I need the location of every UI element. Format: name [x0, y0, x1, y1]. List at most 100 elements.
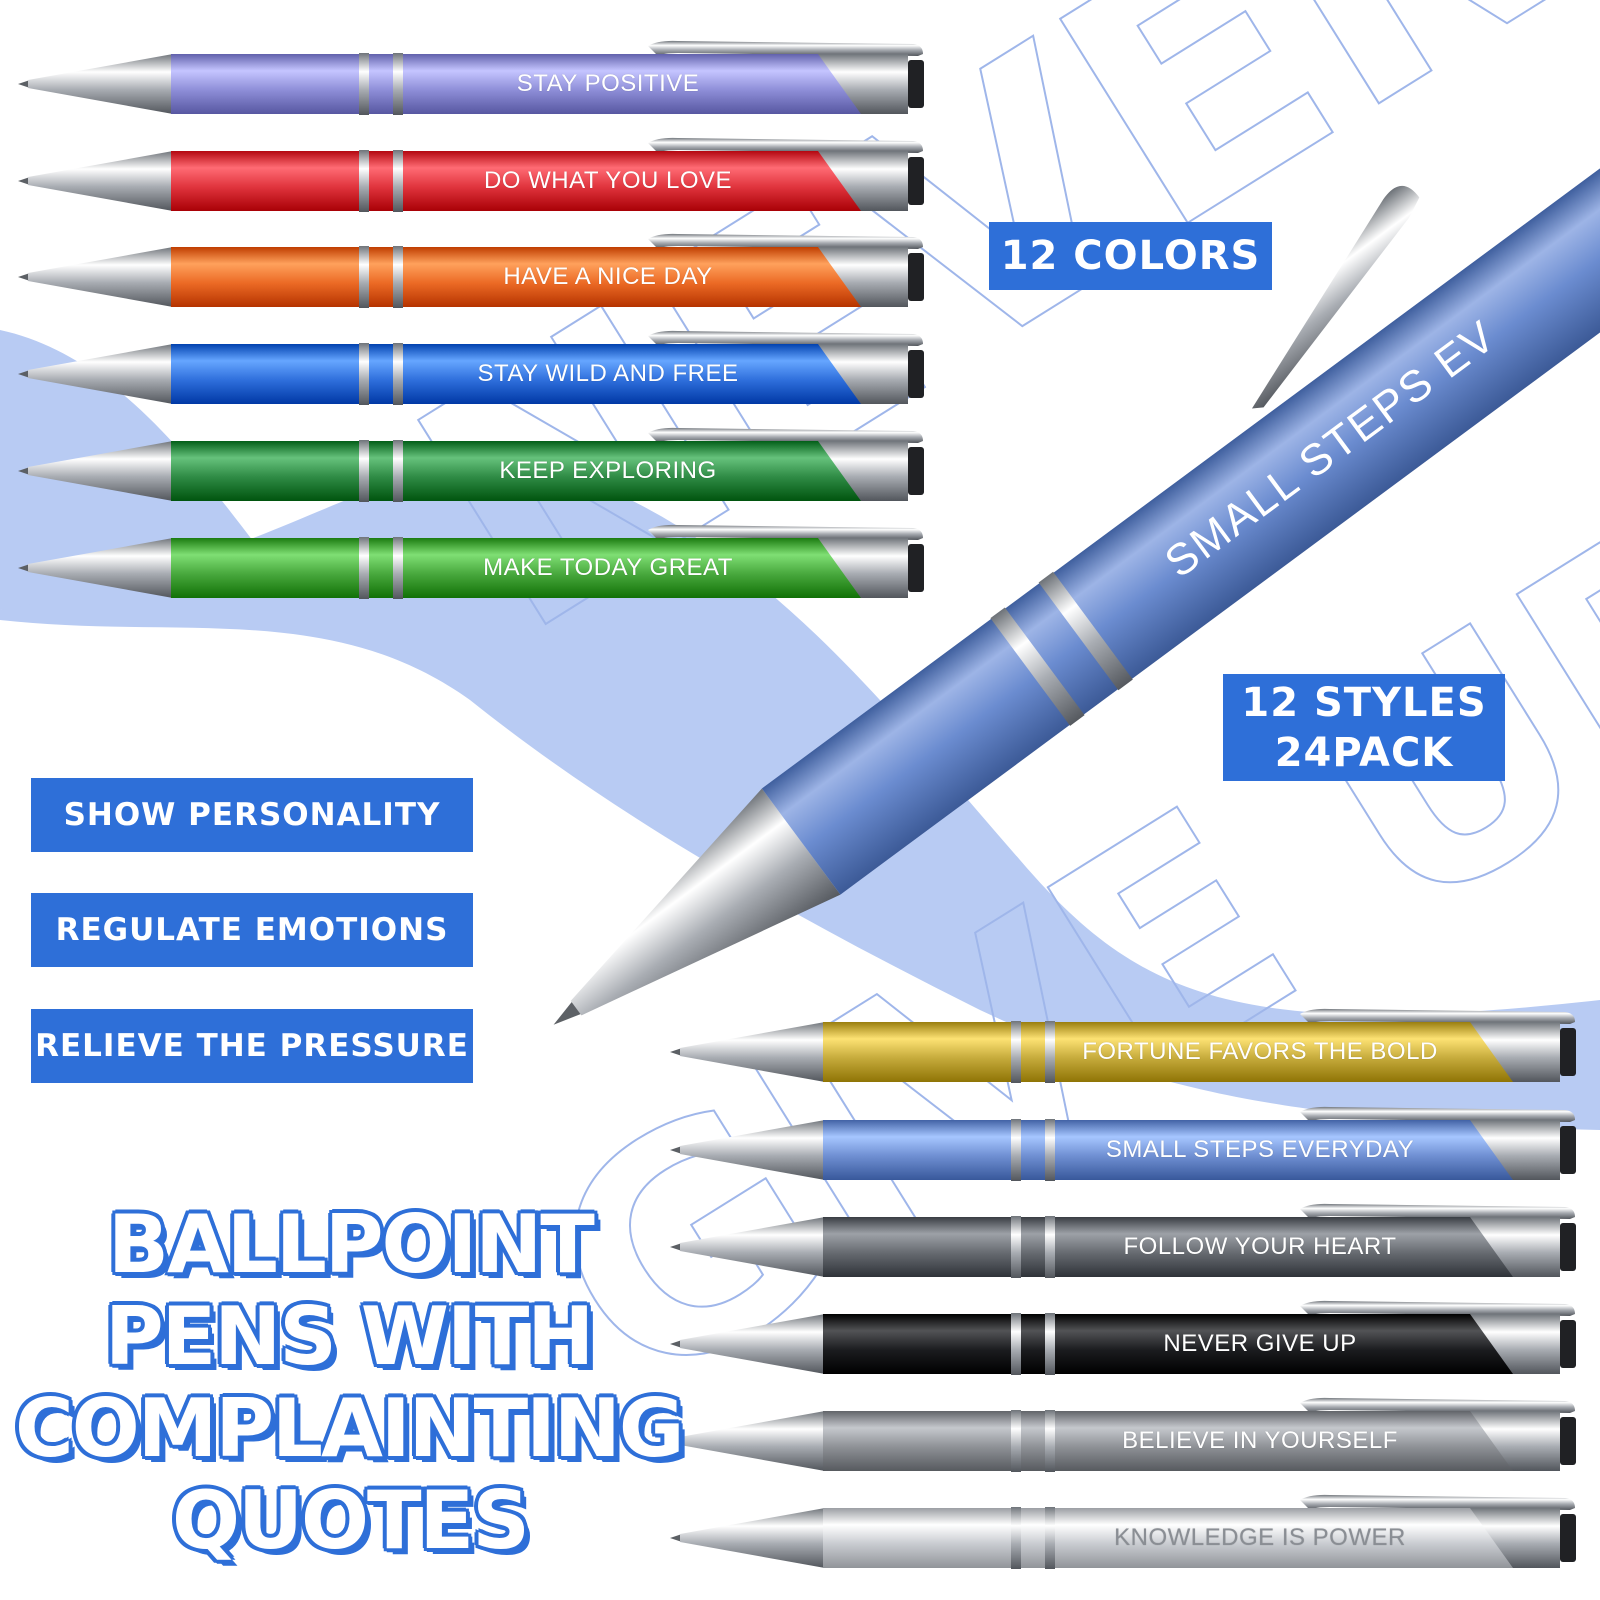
pen-tip: [670, 1437, 682, 1445]
pen-clip: [1300, 1008, 1575, 1024]
pen-ring: [1045, 1507, 1055, 1569]
pen-cone: [680, 1120, 825, 1180]
pen-button: [908, 350, 924, 398]
pen-left-6: MAKE TODAY GREAT: [18, 524, 933, 606]
pen-body: [823, 1217, 1513, 1277]
pen-quote: KNOWLEDGE IS POWER: [1114, 1524, 1406, 1551]
pen-right-1: FORTUNE FAVORS THE BOLD: [670, 1008, 1585, 1090]
pen-ring: [393, 440, 403, 502]
pen-clip: [1300, 1397, 1575, 1413]
badge-styles-line1: 12 STYLES: [1241, 679, 1487, 726]
pen-cap: [818, 54, 908, 114]
pen-button: [1560, 1126, 1576, 1174]
pen-ring: [359, 537, 369, 599]
pen-ring: [1011, 1507, 1021, 1569]
pen-button: [1560, 1514, 1576, 1562]
benefit-relieve-pressure: RELIEVE THE PRESSURE: [31, 1009, 473, 1083]
pen-body: [823, 1120, 1513, 1180]
pen-cone: [680, 1314, 825, 1374]
badge-12-colors: 12 COLORS: [989, 222, 1272, 290]
pen-cone: [28, 344, 173, 404]
pen-cone: [28, 151, 173, 211]
pen-quote: STAY WILD AND FREE: [477, 360, 739, 387]
pen-ring: [393, 150, 403, 212]
pen-cap: [1470, 1217, 1560, 1277]
pen-button: [908, 253, 924, 301]
pen-tip: [18, 370, 30, 378]
pen-left-3: HAVE A NICE DAY: [18, 233, 933, 315]
pen-body: [171, 538, 861, 598]
pen-button: [1560, 1223, 1576, 1271]
pen-graphic: [670, 1300, 1576, 1375]
pen-ring: [1045, 1119, 1055, 1181]
pen-clip: [648, 427, 923, 443]
pen-quote: DO WHAT YOU LOVE: [483, 167, 733, 194]
pen-cap: [1470, 1314, 1560, 1374]
pen-button: [908, 60, 924, 108]
pen-right-6: KNOWLEDGE IS POWER: [670, 1494, 1585, 1576]
pen-quote: HAVE A NICE DAY: [503, 263, 713, 290]
pen-cone: [28, 441, 173, 501]
pen-quote: SMALL STEPS EVERYDAY: [1105, 1136, 1415, 1163]
headline-line-3: COMPLAINTING: [15, 1382, 685, 1475]
headline-line-1: BALLPOINT: [108, 1198, 595, 1291]
pen-ring: [1045, 1313, 1055, 1375]
pen-body: [171, 247, 861, 307]
pen-ring: [1045, 1410, 1055, 1472]
pen-left-4: STAY WILD AND FREE: [18, 330, 933, 412]
pen-tip: [18, 80, 30, 88]
pen-body: [823, 1314, 1513, 1374]
pen-body: [171, 441, 861, 501]
pen-tip: [670, 1340, 682, 1348]
pen-button: [1560, 1417, 1576, 1465]
pen-cap: [1470, 1022, 1560, 1082]
pen-cone: [28, 54, 173, 114]
pen-quote: FORTUNE FAVORS THE BOLD: [1082, 1038, 1438, 1065]
pen-button: [908, 447, 924, 495]
pen-tip: [670, 1048, 682, 1056]
pen-body: [171, 344, 861, 404]
pen-tip: [18, 467, 30, 475]
pen-left-1: STAY POSITIVE: [18, 40, 933, 122]
pen-tip: [18, 564, 30, 572]
pen-clip: [1300, 1300, 1575, 1316]
pen-body: [823, 1508, 1513, 1568]
pen-quote: STAY POSITIVE: [516, 70, 700, 97]
pen-right-4: NEVER GIVE UP: [670, 1300, 1585, 1382]
pen-clip: [648, 137, 923, 153]
pen-cap: [1470, 1508, 1560, 1568]
pen-cone: [28, 247, 173, 307]
pen-clip: [1300, 1203, 1575, 1219]
pen-button: [908, 544, 924, 592]
pen-tip: [670, 1243, 682, 1251]
pen-clip: [1300, 1494, 1575, 1510]
pen-ring: [359, 343, 369, 405]
pen-right-3: FOLLOW YOUR HEART: [670, 1203, 1585, 1285]
pen-quote: NEVER GIVE UP: [1163, 1330, 1357, 1357]
pen-graphic: [670, 1397, 1576, 1472]
pen-body: [823, 1022, 1513, 1082]
pen-ring: [393, 53, 403, 115]
pen-button: [908, 157, 924, 205]
pen-quote: KEEP EXPLORING: [499, 457, 717, 484]
benefit-show-personality: SHOW PERSONALITY: [31, 778, 473, 852]
pen-graphic: [670, 1494, 1576, 1569]
pen-left-2: DO WHAT YOU LOVE: [18, 137, 933, 219]
pen-ring: [1045, 1021, 1055, 1083]
pen-cone: [680, 1411, 825, 1471]
pen-ring: [1011, 1313, 1021, 1375]
pen-ring: [1011, 1216, 1021, 1278]
pen-cone: [28, 538, 173, 598]
pen-ring: [359, 440, 369, 502]
pen-button: [1560, 1028, 1576, 1076]
pen-right-2: SMALL STEPS EVERYDAY: [670, 1106, 1585, 1188]
pen-quote: MAKE TODAY GREAT: [483, 554, 733, 581]
pen-ring: [1011, 1119, 1021, 1181]
pen-cap: [1470, 1120, 1560, 1180]
pen-button: [1560, 1320, 1576, 1368]
pen-body: [171, 151, 861, 211]
pen-quote: FOLLOW YOUR HEART: [1123, 1233, 1397, 1260]
pen-cone: [680, 1508, 825, 1568]
pen-clip: [648, 524, 923, 540]
pen-tip: [18, 273, 30, 281]
